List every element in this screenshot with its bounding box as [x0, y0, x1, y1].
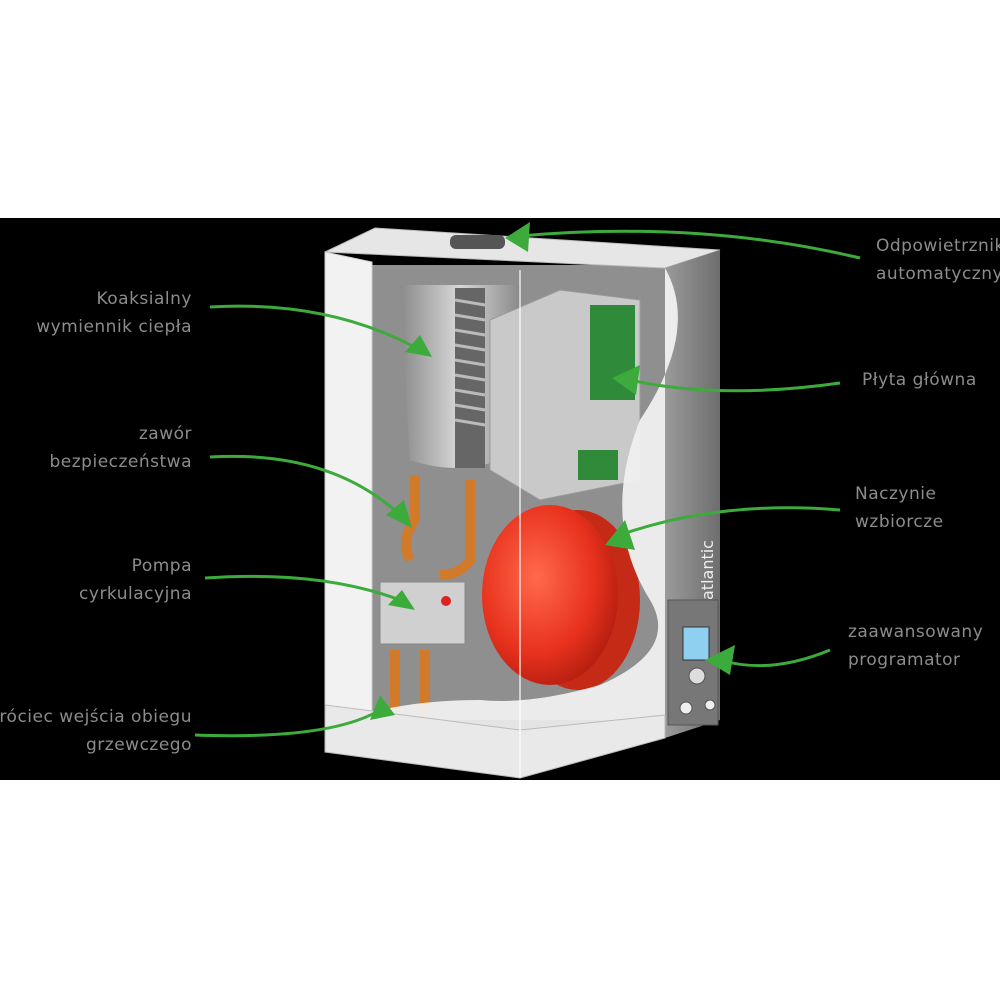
- label-line: cyrkulacyjna: [79, 584, 192, 604]
- label-line: Króciec wejścia obiegu: [0, 707, 192, 727]
- label-line: grzewczego: [86, 735, 192, 755]
- label-expansion-vessel: Naczynie wzbiorcze: [855, 480, 944, 536]
- label-line: zaawansowany: [848, 622, 984, 642]
- vent-opening: [450, 235, 505, 249]
- label-line: programator: [848, 650, 961, 670]
- pump: [379, 581, 466, 645]
- label-circulation-pump: Pompa cyrkulacyjna: [79, 552, 192, 608]
- label-main-board: Płyta główna: [862, 366, 977, 394]
- front-left-panel: [324, 251, 373, 721]
- programmer-display: [682, 626, 710, 661]
- label-line: Naczynie: [855, 484, 937, 504]
- label-line: Płyta główna: [862, 370, 977, 390]
- label-line: Pompa: [131, 556, 192, 576]
- arrow-heads: [370, 222, 735, 720]
- label-heating-inlet: Króciec wejścia obiegu grzewczego: [0, 703, 192, 759]
- label-line: bezpieczeństwa: [49, 452, 192, 472]
- label-line: zawór: [138, 424, 192, 444]
- label-line: Koaksialny: [96, 289, 192, 309]
- label-line: Odpowietrznik: [876, 236, 1000, 256]
- expansion-vessel: [482, 505, 618, 685]
- label-safety-valve: zawór bezpieczeństwa: [50, 420, 193, 476]
- arrows: [194, 229, 861, 738]
- label-coaxial-exchanger: Koaksialny wymiennik ciepła: [36, 285, 192, 341]
- label-programmer: zaawansowany programator: [848, 618, 983, 674]
- label-line: wzbiorcze: [855, 512, 944, 532]
- label-automatic-vent: Odpowietrznik automatyczny: [876, 232, 1000, 288]
- brand-logo: atlantic: [698, 540, 717, 600]
- label-line: wymiennik ciepła: [36, 317, 192, 337]
- label-line: automatyczny: [876, 264, 1000, 284]
